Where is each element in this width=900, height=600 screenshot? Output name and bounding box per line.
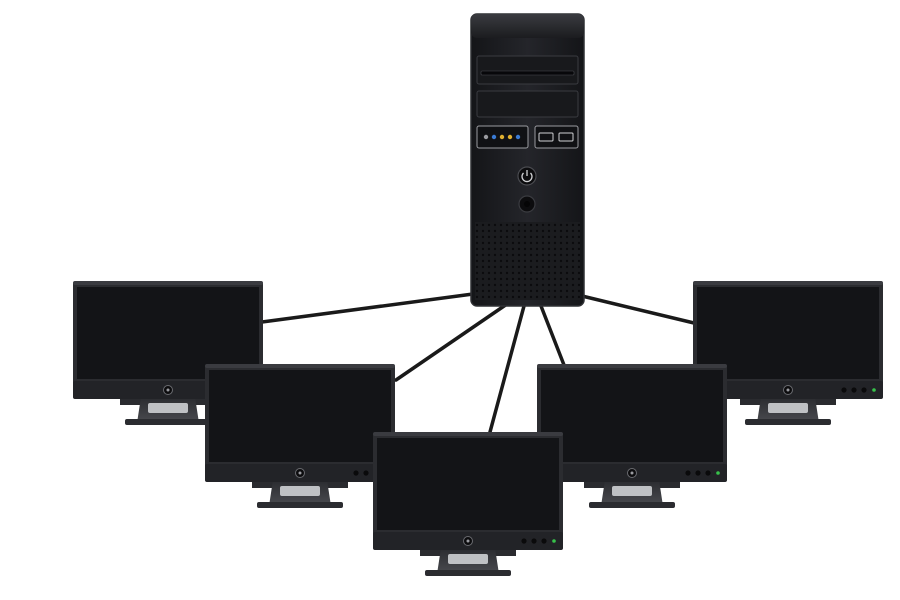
cable-to-monitor-far-right [580,294,696,325]
usb-port-icon [538,132,554,142]
status-led-icon [483,134,489,140]
headphone-jack-icon [518,195,536,213]
power-button-icon[interactable] [517,166,537,186]
optical-drive-slot [480,70,575,76]
cable-to-monitor-left [394,302,509,382]
status-led-icon [491,134,497,140]
monitor-center [373,432,563,577]
drive-bay [476,90,579,118]
monitor-right [537,364,727,509]
optical-drive-bay [476,55,579,85]
cable-to-monitor-far-left [260,292,475,324]
cables [260,292,696,434]
front-vent-grille [475,222,580,300]
tower-server [470,13,585,307]
front-usb-panel [534,125,579,149]
status-led-icon [507,134,513,140]
status-led-icon [499,134,505,140]
monitor-left [205,364,395,509]
usb-port-icon [558,132,574,142]
status-led-icon [515,134,521,140]
cable-to-monitor-center [488,304,526,434]
cable-to-monitor-right [539,304,566,367]
